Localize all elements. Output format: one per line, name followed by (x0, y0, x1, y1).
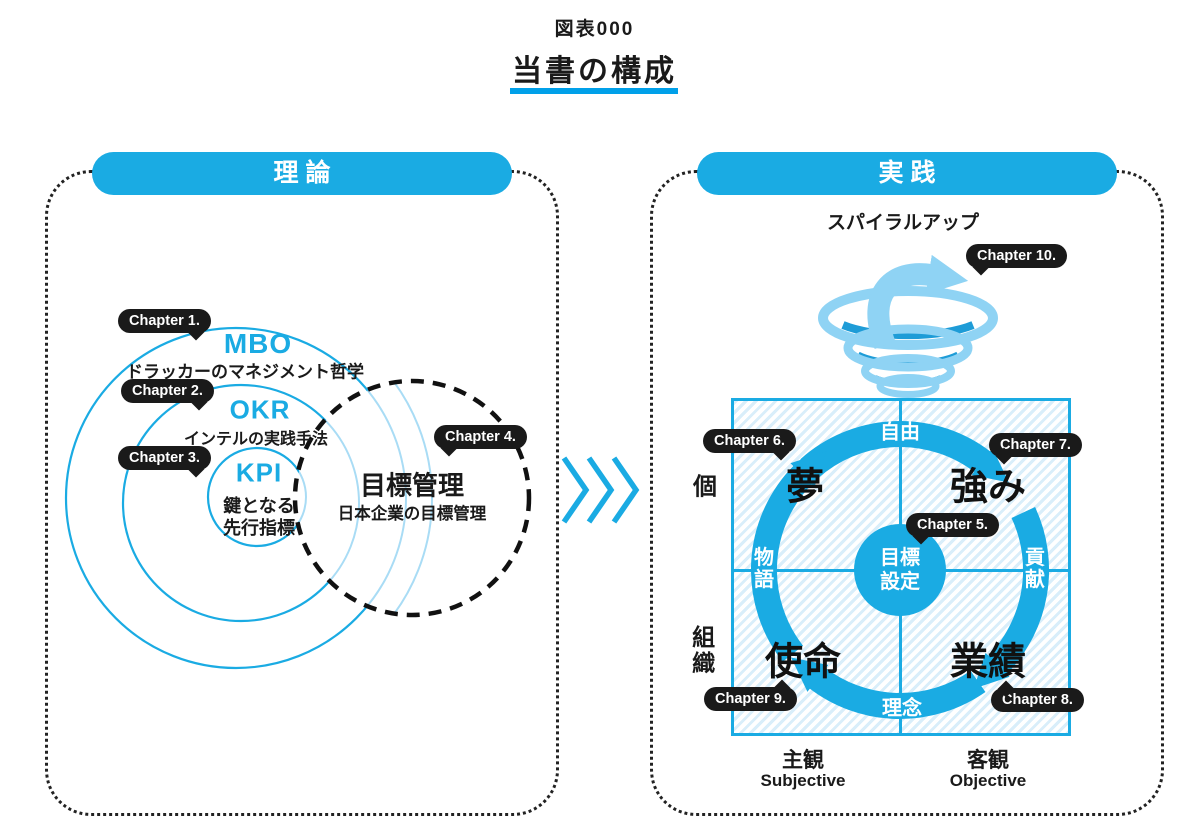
chapter-9-label: Chapter 9. (715, 691, 786, 707)
goal-management-label: 目標管理 (359, 470, 465, 501)
cycle-arrows (751, 421, 1049, 719)
kpi-desc-line2: 先行指標 (223, 518, 295, 538)
cycle-arrow-right (973, 507, 1049, 689)
goal-setting-circle: 目標 設定 (854, 524, 946, 616)
chapter-9-bubble: Chapter 9. (704, 679, 797, 711)
axis-individual: 個 (693, 473, 717, 501)
mbo-circle-echo (296, 382, 407, 614)
theory-panel: 理 論 MBO ドラッカーのマネジメン (45, 152, 559, 816)
kpi-circle-echo (296, 447, 307, 547)
mbo-desc: ドラッカーのマネジメント哲学 (126, 362, 364, 382)
goal-management-desc: 日本企業の目標管理 (337, 505, 487, 523)
cycle-arrow-bottom (791, 657, 986, 719)
quadrant-performance: 業績 (949, 641, 1027, 684)
chapter-3-label: Chapter 3. (129, 450, 200, 466)
axis-subjective-en: Subjective (760, 771, 846, 790)
chapter-10-label: Chapter 10. (977, 248, 1056, 264)
arc-label-story: 物語 (754, 547, 774, 592)
chapter-10-bubble: Chapter 10. (966, 244, 1067, 276)
quadrant-mission: 使命 (764, 641, 842, 684)
chapter-4-bubble: Chapter 4. (434, 425, 527, 457)
chapter-1-bubble: Chapter 1. (118, 309, 211, 341)
arc-label-freedom: 自由 (880, 421, 920, 444)
chapter-3-bubble: Chapter 3. (118, 446, 211, 478)
chapter-5-bubble: Chapter 5. (906, 513, 999, 545)
arc-label-philosophy: 理念 (882, 697, 922, 720)
kpi-desc: 鍵となる 先行指標 (223, 495, 295, 539)
kpi-desc-line1: 鍵となる (223, 496, 295, 516)
spiral-and-cycle-graphic (751, 254, 1049, 719)
spiral-arrow-icon (818, 254, 998, 398)
chapter-2-bubble: Chapter 2. (121, 379, 214, 411)
goal-setting-line2: 設定 (880, 571, 920, 593)
page-title: 当書の構成 (512, 55, 677, 88)
axis-objective-jp: 客観 (967, 749, 1009, 772)
okr-desc: インテルの実践手法 (183, 431, 329, 448)
outer-circle-echo (296, 382, 433, 614)
axis-subjective-jp: 主観 (782, 749, 824, 772)
chapter-5-label: Chapter 5. (917, 517, 988, 533)
title-underline (510, 88, 678, 94)
okr-label: OKR (229, 394, 291, 425)
axis-organization: 組織 (692, 624, 716, 676)
theory-panel-header: 理 論 (92, 152, 512, 195)
figure-number: 図表000 (554, 19, 635, 40)
practice-panel: 実 践 スパイラルアップ (650, 152, 1164, 816)
chapter-2-label: Chapter 2. (132, 383, 203, 399)
chapter-7-label: Chapter 7. (1000, 437, 1071, 453)
triple-chevron-icon (561, 456, 640, 524)
arc-label-contribution: 貢献 (1025, 547, 1045, 592)
chapter-6-label: Chapter 6. (714, 433, 785, 449)
cycle-arrow-top (800, 421, 1009, 483)
chapter-8-bubble: Chapter 8. (991, 680, 1084, 712)
chapter-8-label: Chapter 8. (1002, 692, 1073, 708)
quadrant-dream: 夢 (785, 466, 825, 509)
chapter-6-bubble: Chapter 6. (703, 429, 796, 461)
okr-circle-echo (296, 384, 360, 614)
cycle-arrow-left (751, 451, 827, 662)
practice-panel-header: 実 践 (697, 152, 1117, 195)
axis-objective-en: Objective (949, 771, 1027, 790)
spiral-up-label: スパイラルアップ (826, 212, 980, 234)
chapter-4-label: Chapter 4. (445, 429, 516, 445)
mbo-label: MBO (223, 328, 293, 359)
goal-management-dashed-circle (292, 378, 532, 618)
quadrant-strength: 強み (949, 466, 1027, 509)
chapter-1-label: Chapter 1. (129, 313, 200, 329)
kpi-label: KPI (235, 457, 283, 488)
goal-setting-line1: 目標 (880, 547, 920, 569)
chapter-7-bubble: Chapter 7. (989, 433, 1082, 465)
concentric-circles-graphic (64, 326, 532, 670)
